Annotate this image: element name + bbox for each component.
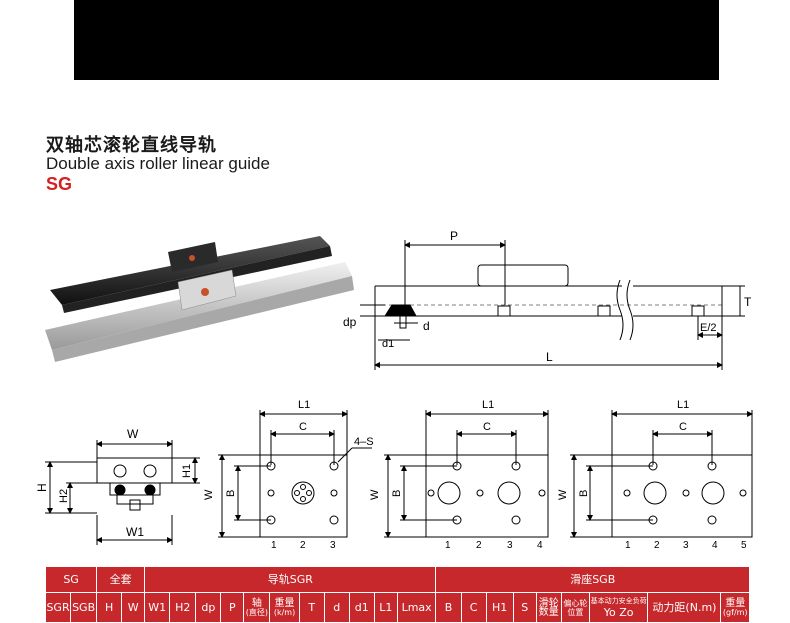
- pos-a1: 1: [271, 540, 277, 551]
- table-header-row: SGR SGB H W W1 H2 dp P 轴(直径) 重量(k/m) T d…: [44, 592, 750, 623]
- pos-c5: 5: [741, 540, 747, 551]
- pos-b4: 4: [537, 540, 543, 551]
- col-dp: dp: [195, 592, 222, 623]
- label-P: P: [450, 229, 458, 243]
- group-full-set: 全套: [96, 566, 146, 593]
- carriage-3-roller-drawing: [218, 410, 372, 538]
- label-H1: H1: [181, 464, 193, 478]
- pos-a3: 3: [330, 540, 336, 551]
- label-E2: E/2: [700, 322, 717, 334]
- col-w: W: [121, 592, 146, 623]
- col-moment: 动力距(N.m): [647, 592, 722, 623]
- col-lmax: Lmax: [396, 592, 437, 623]
- pos-b2: 2: [476, 540, 482, 551]
- pos-c4: 4: [712, 540, 718, 551]
- label-L: L: [546, 350, 553, 364]
- pos-a2: 2: [300, 540, 306, 551]
- col-l1: L1: [373, 592, 398, 623]
- product-photo: [45, 236, 354, 362]
- col-roller-count: 滑轮数量: [535, 592, 562, 623]
- col-s: S: [512, 592, 537, 623]
- col-eccentric-position: 偏心轮位置: [560, 592, 590, 623]
- group-sg: SG: [44, 566, 98, 593]
- col-shaft: 轴(直径): [243, 592, 271, 623]
- pos-b3: 3: [507, 540, 513, 551]
- label-W-a: W: [203, 489, 215, 500]
- col-t: T: [298, 592, 325, 623]
- label-W: W: [127, 427, 139, 441]
- label-B-c: B: [578, 490, 590, 497]
- top-banner: [74, 0, 719, 80]
- label-4S: 4–S: [354, 436, 374, 448]
- label-d: d: [423, 319, 430, 333]
- label-dp: dp: [343, 315, 357, 329]
- pos-c2: 2: [654, 540, 660, 551]
- col-h1: H1: [485, 592, 514, 623]
- pos-b1: 1: [445, 540, 451, 551]
- col-p: P: [220, 592, 245, 623]
- label-C-a: C: [299, 421, 307, 433]
- pos-c3: 3: [683, 540, 689, 551]
- col-block-weight: 重量(gf/m): [720, 592, 750, 623]
- group-block: 滑座SGB: [435, 566, 750, 593]
- label-L1-c: L1: [677, 399, 689, 411]
- carriage-5-roller-drawing: [570, 410, 753, 538]
- carriage-4-roller-drawing: [384, 410, 549, 538]
- label-W1: W1: [126, 525, 144, 539]
- label-C-c: C: [679, 421, 687, 433]
- col-w1: W1: [144, 592, 171, 623]
- col-rail-weight: 重量(k/m): [269, 592, 300, 623]
- label-B-b: B: [391, 490, 403, 497]
- col-d1: d1: [348, 592, 375, 623]
- label-C-b: C: [483, 421, 491, 433]
- technical-drawings: P T dp d d1 E/2 L W W1 H H2 H1: [35, 229, 753, 551]
- col-b: B: [435, 592, 462, 623]
- col-c: C: [460, 592, 487, 623]
- label-W-c: W: [557, 489, 569, 500]
- pos-c1: 1: [625, 540, 631, 551]
- table-group-row: SG 全套 导轨SGR 滑座SGB: [44, 566, 750, 593]
- group-rail: 导轨SGR: [144, 566, 437, 593]
- label-B-a: B: [225, 490, 237, 497]
- end-view-drawing: [45, 440, 200, 545]
- col-sgb: SGB: [70, 592, 98, 623]
- col-sgr: SGR: [44, 592, 72, 623]
- title-english: Double axis roller linear guide: [46, 154, 270, 173]
- label-d1: d1: [382, 338, 394, 350]
- label-L1-b: L1: [482, 399, 494, 411]
- spec-table: SG 全套 导轨SGR 滑座SGB SGR SGB H W W1 H2 dp P…: [44, 566, 750, 623]
- label-W-b: W: [369, 489, 381, 500]
- col-d: d: [323, 592, 350, 623]
- side-view-drawing: [360, 240, 745, 370]
- label-T: T: [744, 295, 752, 309]
- label-L1-a: L1: [298, 399, 310, 411]
- col-h2: H2: [169, 592, 197, 623]
- label-H: H: [35, 483, 49, 492]
- col-h: H: [96, 592, 123, 623]
- label-H2: H2: [58, 489, 70, 503]
- title-chinese: 双轴芯滚轮直线导轨: [46, 135, 217, 156]
- model-code: SG: [46, 174, 73, 194]
